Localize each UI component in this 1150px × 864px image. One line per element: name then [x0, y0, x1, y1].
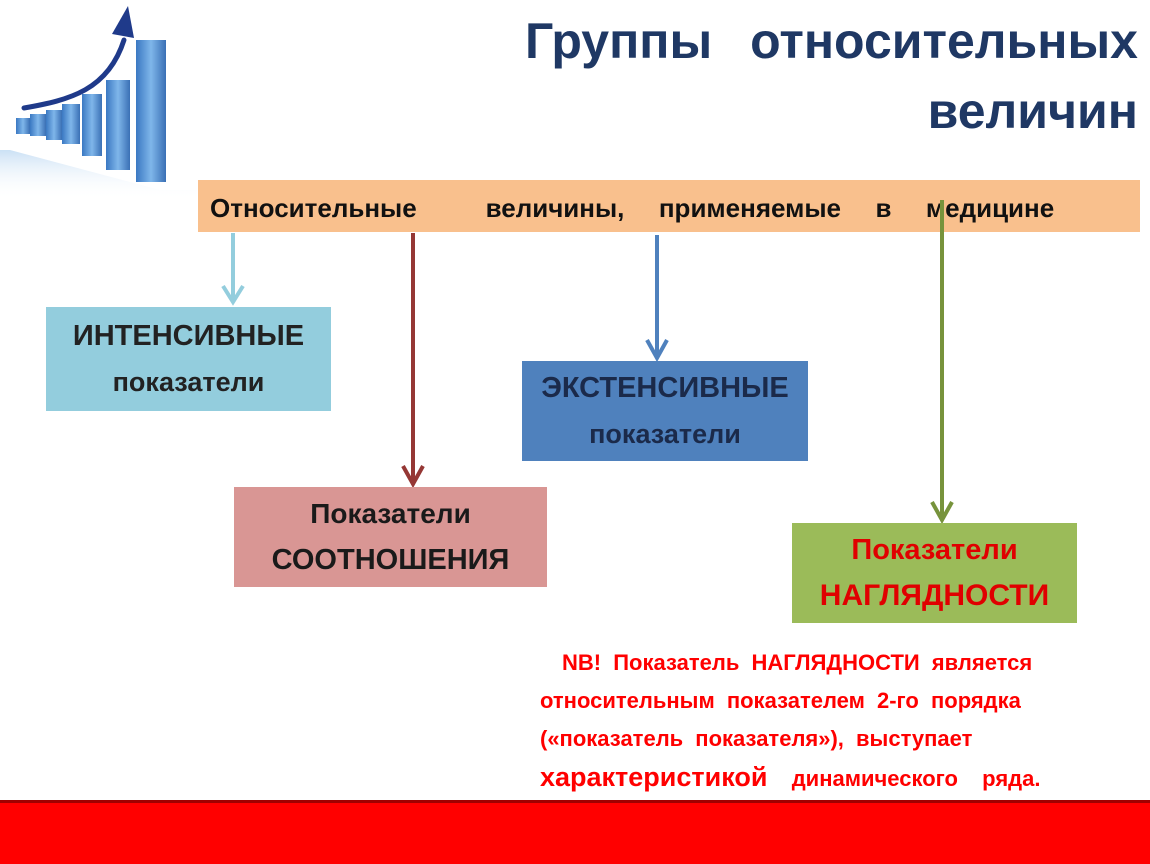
nb-note: NB! Показатель НАГЛЯДНОСТИ является отно…	[540, 644, 1115, 798]
page-title-line-1: Группы относительных	[524, 13, 1138, 69]
intensive-indicators-box: ИНТЕНСИВНЫЕ показатели	[46, 307, 331, 411]
ratio-box-line-2: СООТНОШЕНИЯ	[271, 544, 510, 576]
arrow-to-extensive	[645, 235, 669, 363]
nb-note-line-4: характеристикой динамического ряда.	[540, 758, 1115, 798]
extensive-box-line-1: ЭКСТЕНСИВНЫЕ	[541, 372, 789, 404]
nb-note-emphasis: характеристикой	[540, 762, 768, 792]
ratio-box-line-1: Показатели	[310, 498, 471, 529]
arrow-to-intensive	[221, 233, 245, 306]
nb-note-line-2: относительным показателем 2-го порядка	[540, 688, 1021, 713]
arrow-to-ratio	[401, 233, 425, 489]
extensive-box-line-2: показатели	[589, 419, 741, 449]
nb-note-line-1: NB! Показатель НАГЛЯДНОСТИ является	[562, 650, 1033, 675]
relative-values-banner: Относительные величины, применяемые в ме…	[198, 180, 1140, 232]
visual-box-line-2: НАГЛЯДНОСТИ	[819, 579, 1050, 612]
ratio-indicators-box: Показатели СООТНОШЕНИЯ	[234, 487, 547, 587]
intensive-box-line-1: ИНТЕНСИВНЫЕ	[72, 320, 305, 352]
footer-red-bar	[0, 800, 1150, 864]
intensive-box-line-2: показатели	[112, 367, 265, 397]
visual-box-line-1: Показатели	[851, 534, 1018, 566]
visual-indicators-box: Показатели НАГЛЯДНОСТИ	[792, 523, 1077, 623]
rising-bar-chart-with-arrow-icon	[0, 6, 200, 200]
extensive-indicators-box: ЭКСТЕНСИВНЫЕ показатели	[522, 361, 808, 461]
nb-note-line-4-rest: динамического ряда.	[767, 766, 1041, 791]
nb-note-line-3: («показатель показателя»), выступает	[540, 726, 973, 751]
page-title-line-2: величин	[927, 83, 1138, 139]
arrow-to-visual	[930, 200, 954, 525]
page-title: Группы относительных величин	[378, 6, 1138, 146]
